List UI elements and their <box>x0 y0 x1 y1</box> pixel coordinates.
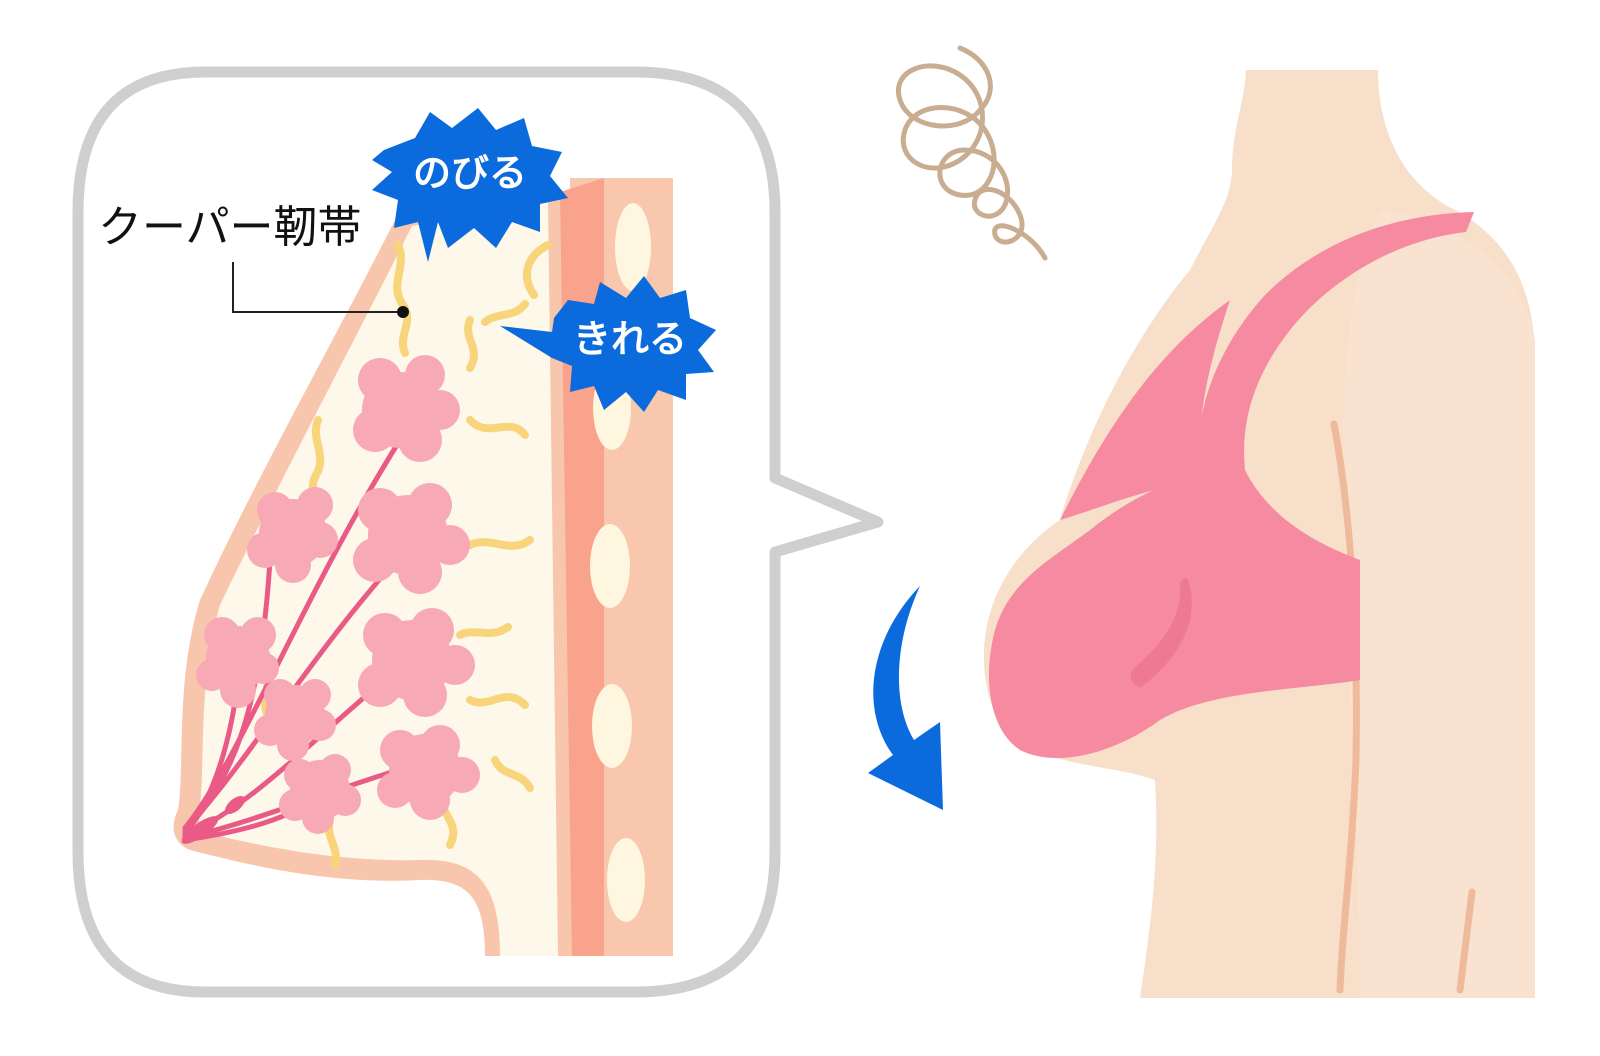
bra-cup <box>988 470 1360 759</box>
arm-outline <box>1330 420 1360 994</box>
body-figure <box>983 70 1535 998</box>
ligament-label: クーパー靭帯 <box>98 202 362 253</box>
burst-tear: きれる <box>500 276 716 412</box>
bra-cup-upper <box>1060 300 1230 520</box>
ligament-leader-line <box>232 262 403 313</box>
bra-cup-shading <box>1130 577 1192 688</box>
breast-cross-section <box>173 178 673 956</box>
lobules <box>196 355 480 834</box>
lobule <box>353 483 470 594</box>
lobule <box>196 617 279 708</box>
arm <box>1342 210 1535 998</box>
ligament-leader-dot <box>397 306 409 318</box>
lobule <box>358 608 475 717</box>
lobule <box>254 679 336 761</box>
waist-outline <box>1456 888 1476 994</box>
worry-scribble-icon <box>895 45 1048 261</box>
tear-label: きれる <box>573 317 687 361</box>
lobule <box>353 355 460 462</box>
nipple <box>181 796 245 844</box>
sagging-arrow-icon <box>868 586 943 810</box>
lobule <box>247 487 338 583</box>
lobule <box>377 725 480 820</box>
stretch-label: のびる <box>413 151 527 195</box>
bra-strap <box>1197 212 1474 480</box>
burst-stretch: のびる <box>372 108 568 262</box>
lobule <box>279 754 361 834</box>
